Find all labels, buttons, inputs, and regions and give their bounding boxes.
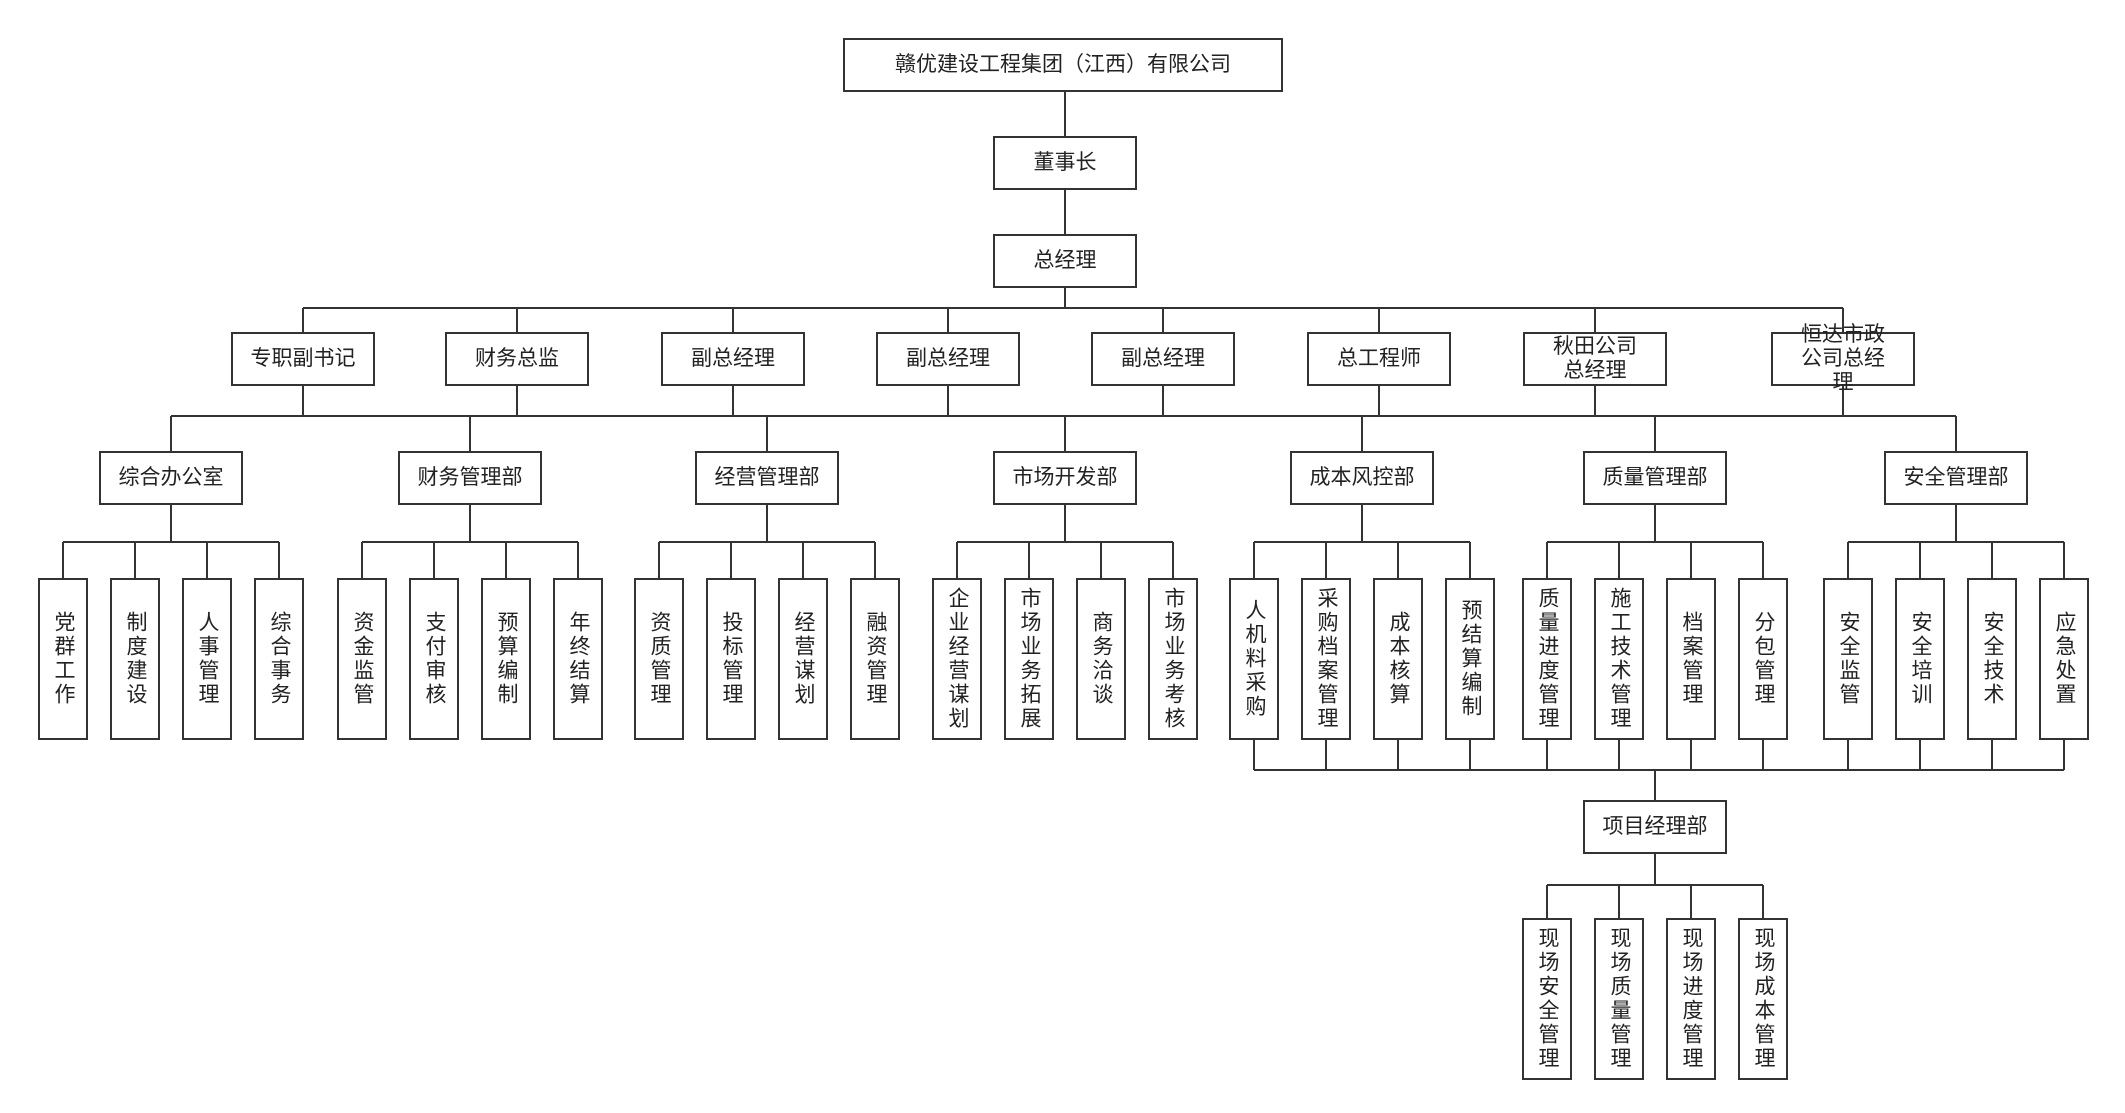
function-unit-box: 市场业务拓展 xyxy=(1004,578,1054,740)
function-unit-box: 市场业务考核 xyxy=(1148,578,1198,740)
function-unit-box: 融资管理 xyxy=(850,578,900,740)
function-unit-box: 商务洽谈 xyxy=(1076,578,1126,740)
chairman-box: 董事长 xyxy=(993,136,1137,190)
function-unit-box: 经营谋划 xyxy=(778,578,828,740)
general-manager-box: 总经理 xyxy=(993,234,1137,288)
project-unit-box: 现场进度管理 xyxy=(1666,918,1716,1080)
department-box: 质量管理部 xyxy=(1583,451,1727,505)
executive-box: 副总经理 xyxy=(661,332,805,386)
function-unit-box: 支付审核 xyxy=(409,578,459,740)
department-box: 市场开发部 xyxy=(993,451,1137,505)
function-unit-box: 人机料采购 xyxy=(1229,578,1279,740)
project-unit-box: 现场质量管理 xyxy=(1594,918,1644,1080)
function-unit-box: 安全培训 xyxy=(1895,578,1945,740)
department-box: 经营管理部 xyxy=(695,451,839,505)
function-unit-box: 投标管理 xyxy=(706,578,756,740)
function-unit-box: 质量进度管理 xyxy=(1522,578,1572,740)
function-unit-box: 安全技术 xyxy=(1967,578,2017,740)
executive-box: 总工程师 xyxy=(1307,332,1451,386)
executive-box: 恒达市政公司总经理 xyxy=(1771,323,1915,394)
executive-box: 副总经理 xyxy=(876,332,1020,386)
project-unit-box: 现场成本管理 xyxy=(1738,918,1788,1080)
executive-box: 副总经理 xyxy=(1091,332,1235,386)
company-box: 赣优建设工程集团（江西）有限公司 xyxy=(843,38,1283,92)
function-unit-box: 党群工作 xyxy=(38,578,88,740)
executive-box: 专职副书记 xyxy=(231,332,375,386)
department-box: 综合办公室 xyxy=(99,451,243,505)
function-unit-box: 人事管理 xyxy=(182,578,232,740)
function-unit-box: 档案管理 xyxy=(1666,578,1716,740)
function-unit-box: 预算编制 xyxy=(481,578,531,740)
function-unit-box: 企业经营谋划 xyxy=(932,578,982,740)
function-unit-box: 成本核算 xyxy=(1373,578,1423,740)
department-box: 成本风控部 xyxy=(1290,451,1434,505)
department-box: 财务管理部 xyxy=(398,451,542,505)
function-unit-box: 分包管理 xyxy=(1738,578,1788,740)
function-unit-box: 年终结算 xyxy=(553,578,603,740)
function-unit-box: 资质管理 xyxy=(634,578,684,740)
function-unit-box: 预结算编制 xyxy=(1445,578,1495,740)
department-box: 安全管理部 xyxy=(1884,451,2028,505)
executive-box: 秋田公司总经理 xyxy=(1523,332,1667,386)
project-unit-box: 现场安全管理 xyxy=(1522,918,1572,1080)
project-dept-box: 项目经理部 xyxy=(1583,800,1727,854)
function-unit-box: 综合事务 xyxy=(254,578,304,740)
function-unit-box: 安全监管 xyxy=(1823,578,1873,740)
function-unit-box: 资金监管 xyxy=(337,578,387,740)
function-unit-box: 制度建设 xyxy=(110,578,160,740)
executive-box: 财务总监 xyxy=(445,332,589,386)
function-unit-box: 施工技术管理 xyxy=(1594,578,1644,740)
function-unit-box: 采购档案管理 xyxy=(1301,578,1351,740)
function-unit-box: 应急处置 xyxy=(2039,578,2089,740)
